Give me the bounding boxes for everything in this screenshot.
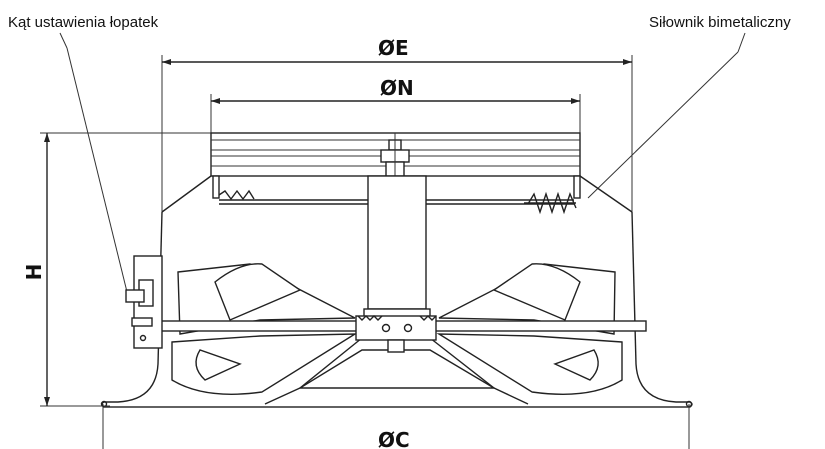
motor-cone bbox=[264, 337, 529, 405]
dimension-inner-diameter: ØN bbox=[210, 76, 581, 133]
blade-angle-leader bbox=[59, 32, 131, 299]
bimetal-actuator-leader bbox=[587, 32, 746, 199]
left-blade bbox=[171, 263, 358, 395]
gear-hub bbox=[355, 315, 437, 353]
height-label: H bbox=[22, 264, 46, 281]
blade-angle-label: Kąt ustawienia łopatek bbox=[8, 14, 159, 31]
bimetal-actuator-label: Siłownik bimetaliczny bbox=[649, 14, 791, 31]
blade-angle-bracket bbox=[125, 255, 163, 349]
dimension-base-diameter: ØC bbox=[102, 404, 690, 449]
right-blade bbox=[436, 263, 623, 395]
top-bolt bbox=[380, 133, 410, 177]
outer-diameter-label: ØE bbox=[378, 36, 409, 60]
left-spring-icon bbox=[218, 189, 255, 201]
motor-column bbox=[363, 175, 431, 318]
inner-diameter-label: ØN bbox=[380, 76, 414, 100]
bimetal-spring-icon bbox=[524, 191, 577, 215]
tie-rods bbox=[219, 199, 574, 205]
base-diameter-label: ØC bbox=[378, 428, 410, 449]
